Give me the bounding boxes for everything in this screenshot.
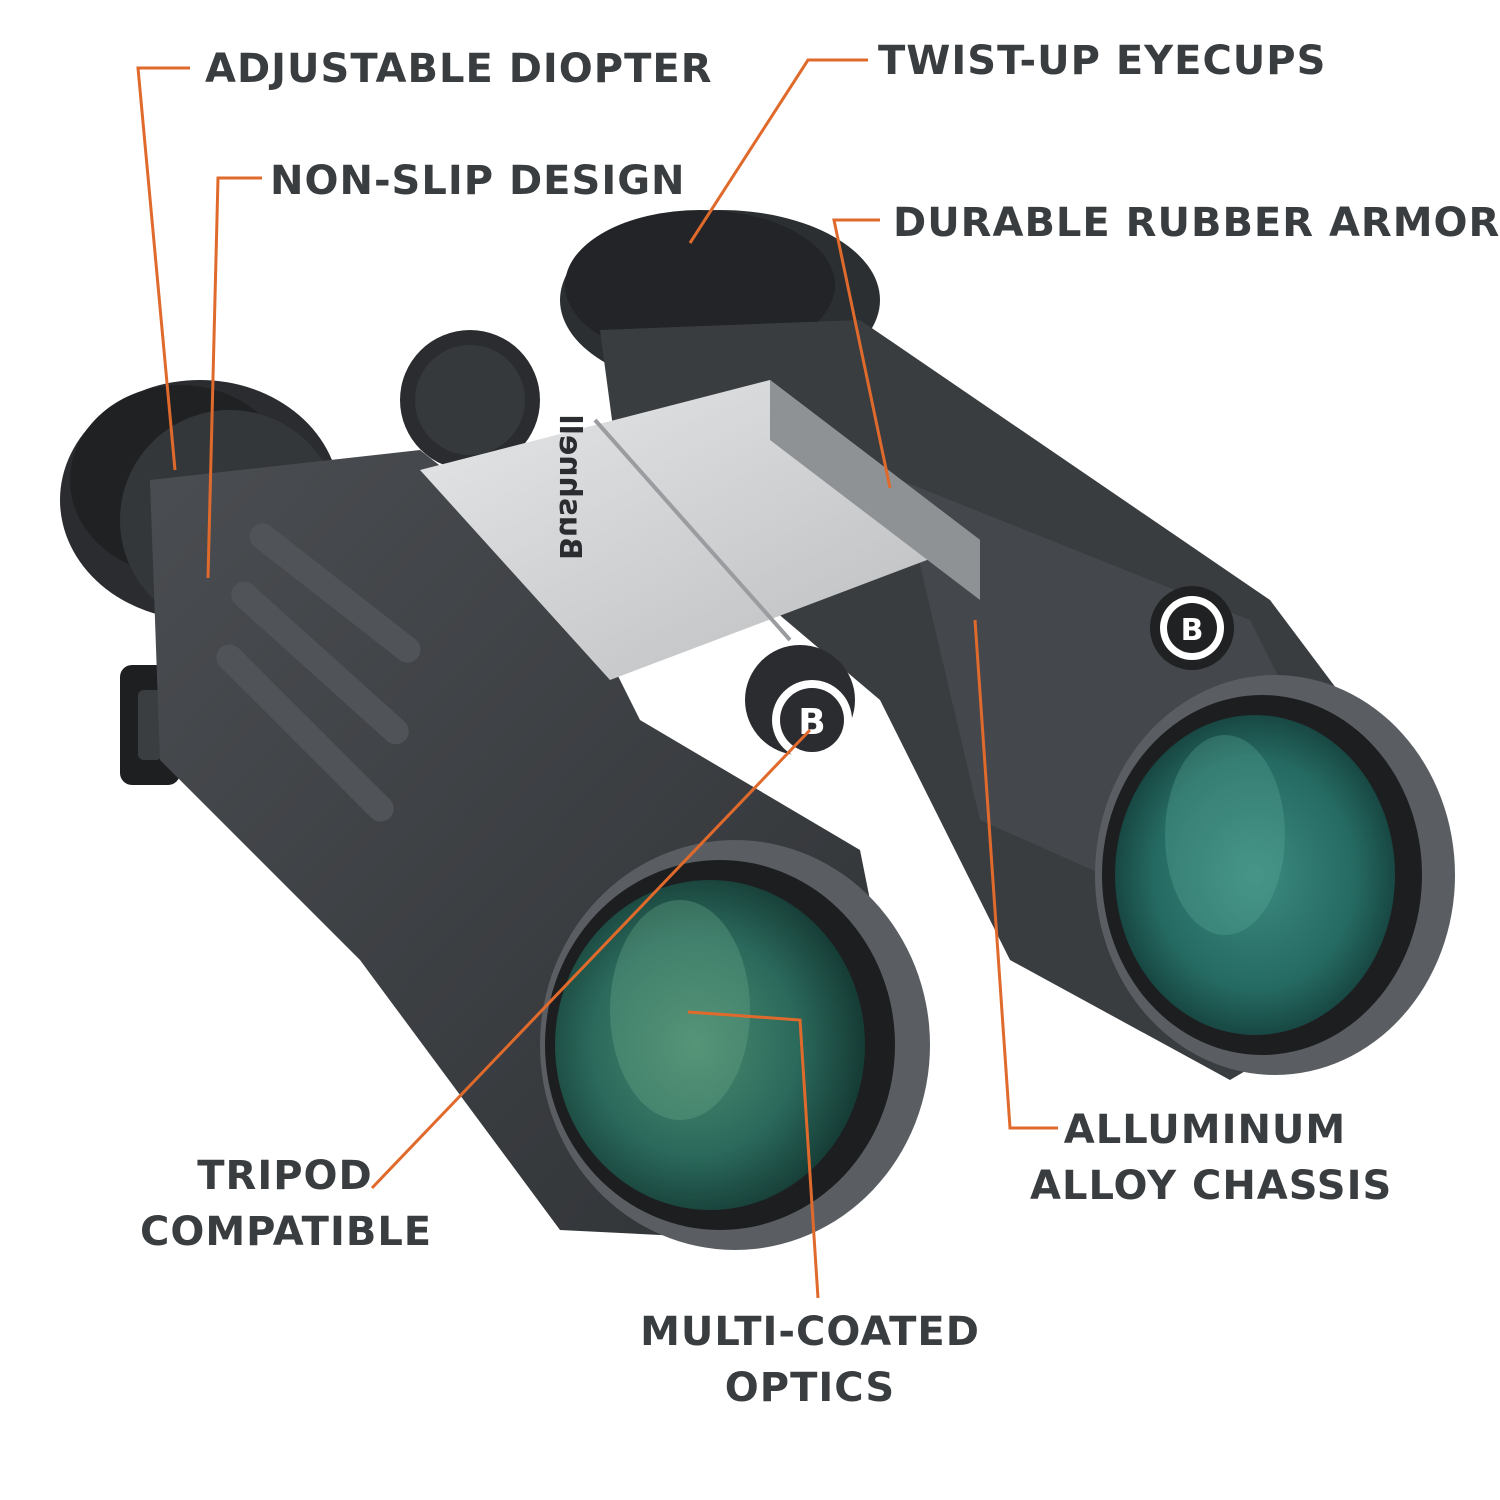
callout-optics-line-1: MULTI-COATED	[640, 1309, 980, 1355]
callout-twist-up-eyecups: TWIST-UP EYECUPS	[878, 38, 1327, 84]
tripod-socket-cap: B	[745, 645, 855, 760]
bushnell-emblem: B	[1150, 586, 1234, 670]
callout-optics-line-2: OPTICS	[724, 1365, 896, 1411]
callout-chassis-line-2: ALLOY CHASSIS	[1030, 1163, 1393, 1209]
leader-non-slip-design	[206, 176, 262, 579]
callout-leader-lines	[136, 58, 1058, 1299]
callout-adjustable-diopter: ADJUSTABLE DIOPTER	[205, 46, 713, 92]
callout-multi-coated-optics: MULTI-COATED OPTICS	[640, 1304, 980, 1416]
grip-ridge	[249, 523, 421, 663]
leader-twist-up-eyecups	[688, 58, 868, 244]
grip-ridge	[216, 644, 394, 822]
grip-ridge	[231, 581, 409, 745]
leader-adjustable-diopter	[136, 66, 190, 471]
callout-chassis-line-1: ALLUMINUM	[1063, 1107, 1347, 1153]
callout-alluminum-alloy-chassis: ALLUMINUM ALLOY CHASSIS	[1030, 1102, 1393, 1214]
callout-tripod-compatible: TRIPOD COMPATIBLE	[140, 1148, 433, 1260]
bridge-hinge: Bushnell	[420, 380, 980, 680]
callout-tripod-line-1: TRIPOD	[197, 1153, 373, 1199]
focus-wheel	[400, 330, 540, 470]
callout-durable-rubber-armor: DURABLE RUBBER ARMOR	[893, 200, 1500, 246]
leader-tripod-compatible	[370, 728, 812, 1190]
bushnell-wordmark: Bushnell	[552, 414, 587, 560]
side-emblem-letter: B	[1181, 613, 1204, 648]
leader-multi-coated-optics	[687, 1010, 820, 1299]
right-objective-lens	[1095, 675, 1455, 1075]
leader-alluminum-alloy-chassis	[973, 619, 1058, 1130]
leader-durable-rubber-armor	[832, 218, 892, 489]
callout-non-slip-design: NON-SLIP DESIGN	[270, 158, 686, 204]
left-objective-lens	[540, 840, 930, 1250]
callout-tripod-line-2: COMPATIBLE	[140, 1209, 433, 1255]
